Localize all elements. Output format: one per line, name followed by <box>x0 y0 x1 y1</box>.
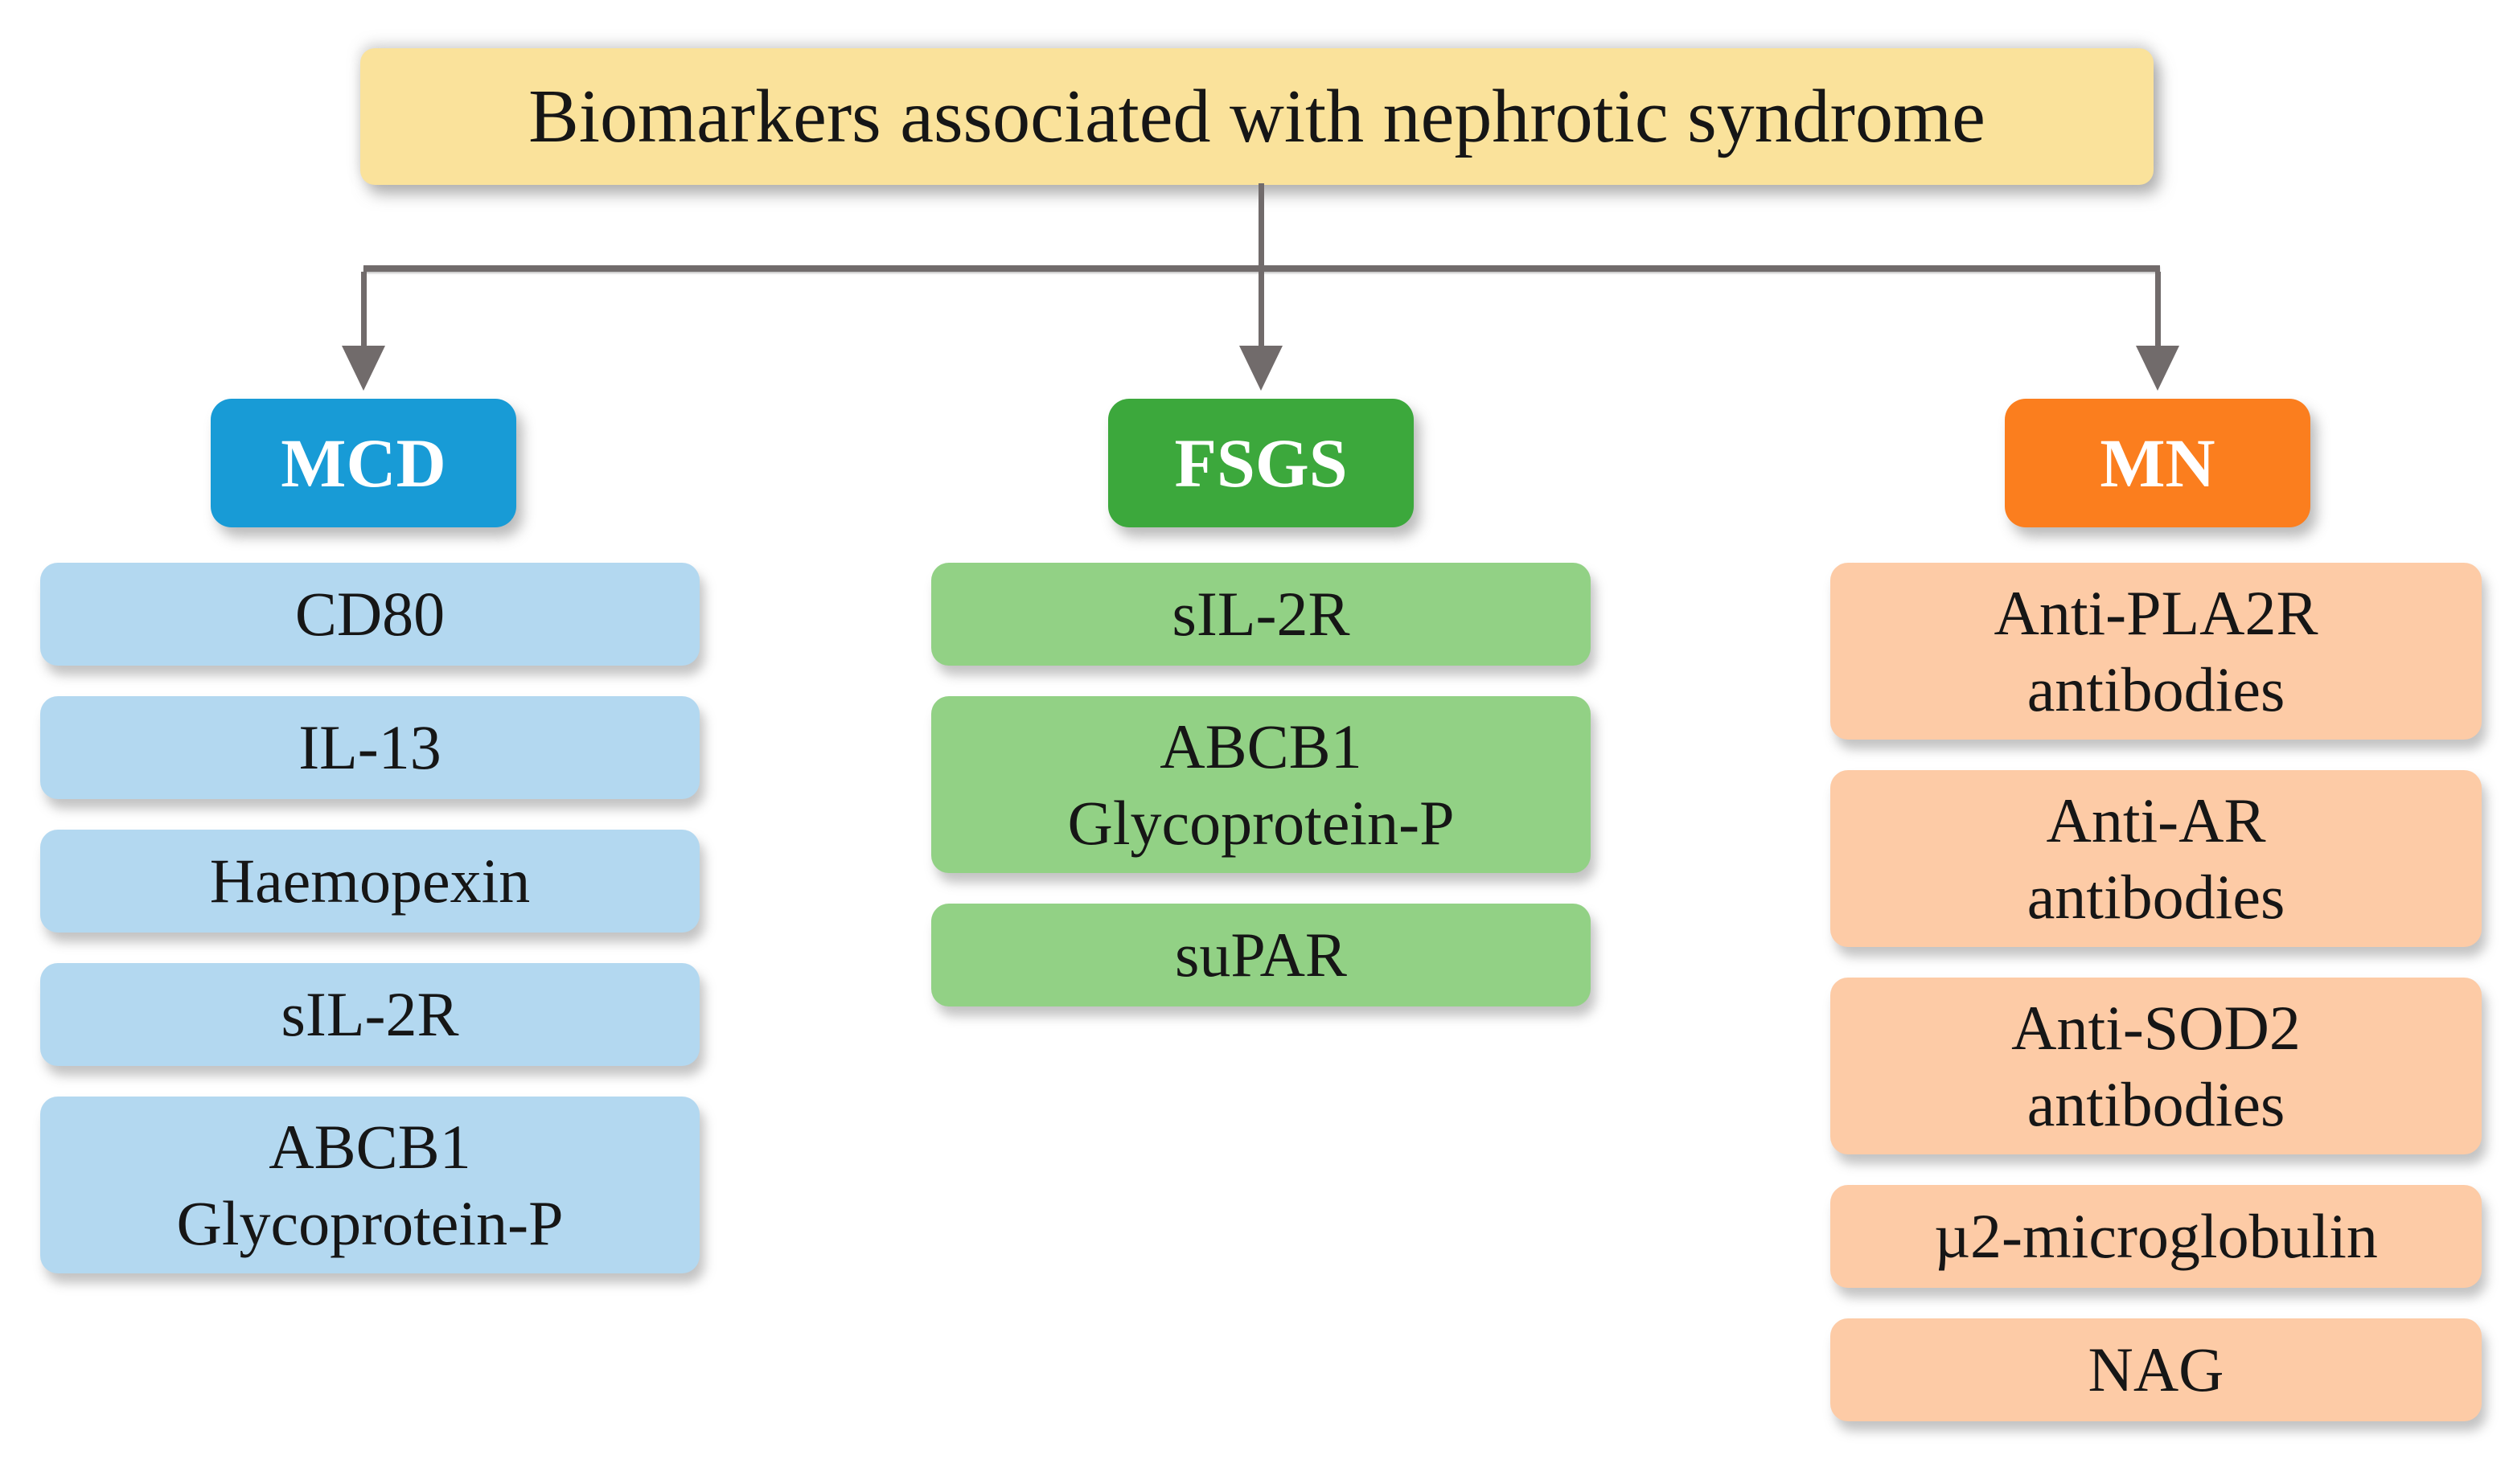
biomarker-item: sIL-2R <box>931 563 1591 666</box>
column-header-label: FSGS <box>1174 424 1348 502</box>
biomarker-item: Haemopexin <box>40 830 700 933</box>
biomarker-item-line: antibodies <box>2026 862 2285 932</box>
biomarker-item-line: CD80 <box>294 579 446 650</box>
biomarker-item-line: NAG <box>2088 1334 2224 1405</box>
connector-stem <box>1259 183 1264 267</box>
biomarker-item-line: Haemopexin <box>209 846 531 916</box>
biomarker-item-line: Anti-PLA2R <box>1994 577 2318 648</box>
biomarker-item-line: Glycoprotein-P <box>1067 788 1455 858</box>
biomarker-item-line: Anti-AR <box>2046 785 2266 855</box>
column-header-fsgs: FSGS <box>1108 399 1414 527</box>
biomarker-item: sIL-2R <box>40 963 700 1066</box>
arrow-down-icon-mn <box>2136 346 2179 391</box>
biomarker-item-line: Anti-SOD2 <box>2011 992 2301 1063</box>
biomarker-item-line: suPAR <box>1175 920 1347 990</box>
connector-drop-mn <box>2155 272 2161 347</box>
connector-drop-fsgs <box>1259 272 1264 347</box>
biomarker-item: suPAR <box>931 904 1591 1006</box>
column-header-mcd: MCD <box>211 399 516 527</box>
biomarker-item-line: µ2-microglobulin <box>1934 1201 2378 1272</box>
column-header-mn: MN <box>2005 399 2310 527</box>
biomarker-item-line: antibodies <box>2026 1069 2285 1139</box>
arrow-down-icon-mcd <box>342 346 385 391</box>
biomarker-item-line: sIL-2R <box>1172 579 1350 650</box>
title-text: Biomarkers associated with nephrotic syn… <box>528 75 1985 158</box>
biomarker-item-line: ABCB1 <box>269 1111 471 1182</box>
biomarker-item: NAG <box>1830 1318 2482 1421</box>
biomarker-item-line: Glycoprotein-P <box>176 1188 564 1258</box>
biomarker-item-line: IL-13 <box>298 712 441 783</box>
biomarker-item-line: ABCB1 <box>1160 711 1362 781</box>
column-header-label: MCD <box>281 424 446 502</box>
connector-drop-mcd <box>361 272 367 347</box>
title-box: Biomarkers associated with nephrotic syn… <box>360 48 2154 185</box>
column-header-label: MN <box>2100 424 2215 502</box>
biomarker-item: CD80 <box>40 563 700 666</box>
arrow-down-icon-fsgs <box>1239 346 1283 391</box>
biomarker-item: µ2-microglobulin <box>1830 1185 2482 1288</box>
biomarker-item-line: sIL-2R <box>281 979 459 1050</box>
biomarker-item-line: antibodies <box>2026 654 2285 724</box>
biomarker-item: IL-13 <box>40 696 700 799</box>
connector-crossbar <box>363 265 2160 272</box>
